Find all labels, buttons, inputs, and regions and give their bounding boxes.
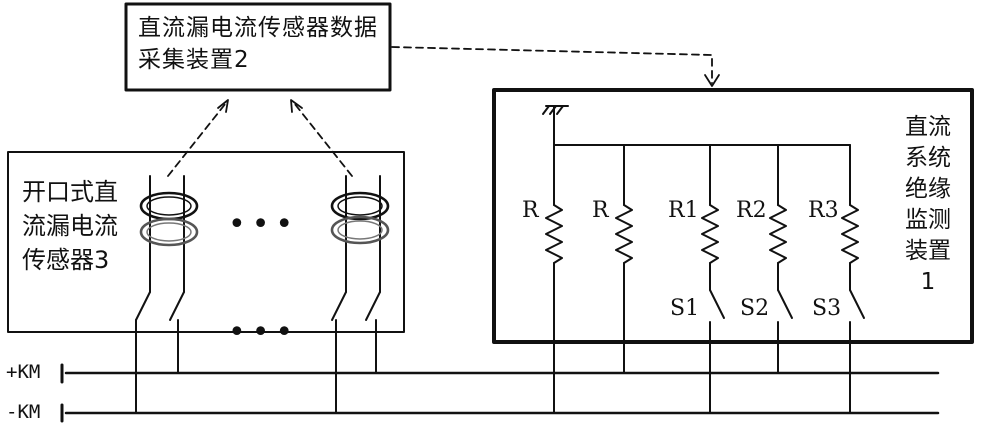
sensor-title: 开口式直流漏电流传感器3 [22,178,118,274]
bus-negative-label: -KM [6,401,41,423]
branch-r-b [615,144,633,374]
ground-symbol [542,105,569,146]
sensor-ring-right [330,191,390,245]
resistor-label: R [592,198,609,223]
resistor-label: R3 [808,198,839,223]
monitor-title: 直流系统绝缘监测装置1 [905,114,951,295]
switch-label: S2 [740,296,770,321]
resistor-label: R2 [736,198,767,223]
switch-label: S3 [812,296,842,321]
branch-r2 [769,144,793,374]
arrowheads [217,74,720,113]
dashed-links [167,46,713,177]
collector-box [124,2,392,92]
ellipsis-upper: ••• [228,207,300,242]
switch-label: S1 [670,296,700,321]
branch-r3 [841,144,865,414]
sensor-box [7,151,405,333]
sensor-conductors-right [331,175,381,414]
collector-title: 直流漏电流传感器数据采集装置2 [138,15,378,73]
branch-r1 [701,144,725,414]
branch-r-a [545,144,563,414]
sensor-ring-left [139,191,199,247]
bus-positive-label: +KM [6,361,41,383]
monitor-box [492,88,974,344]
ellipsis-lower: ••• [228,315,300,350]
resistor-label: R [522,198,539,223]
resistor-label: R1 [668,198,699,223]
